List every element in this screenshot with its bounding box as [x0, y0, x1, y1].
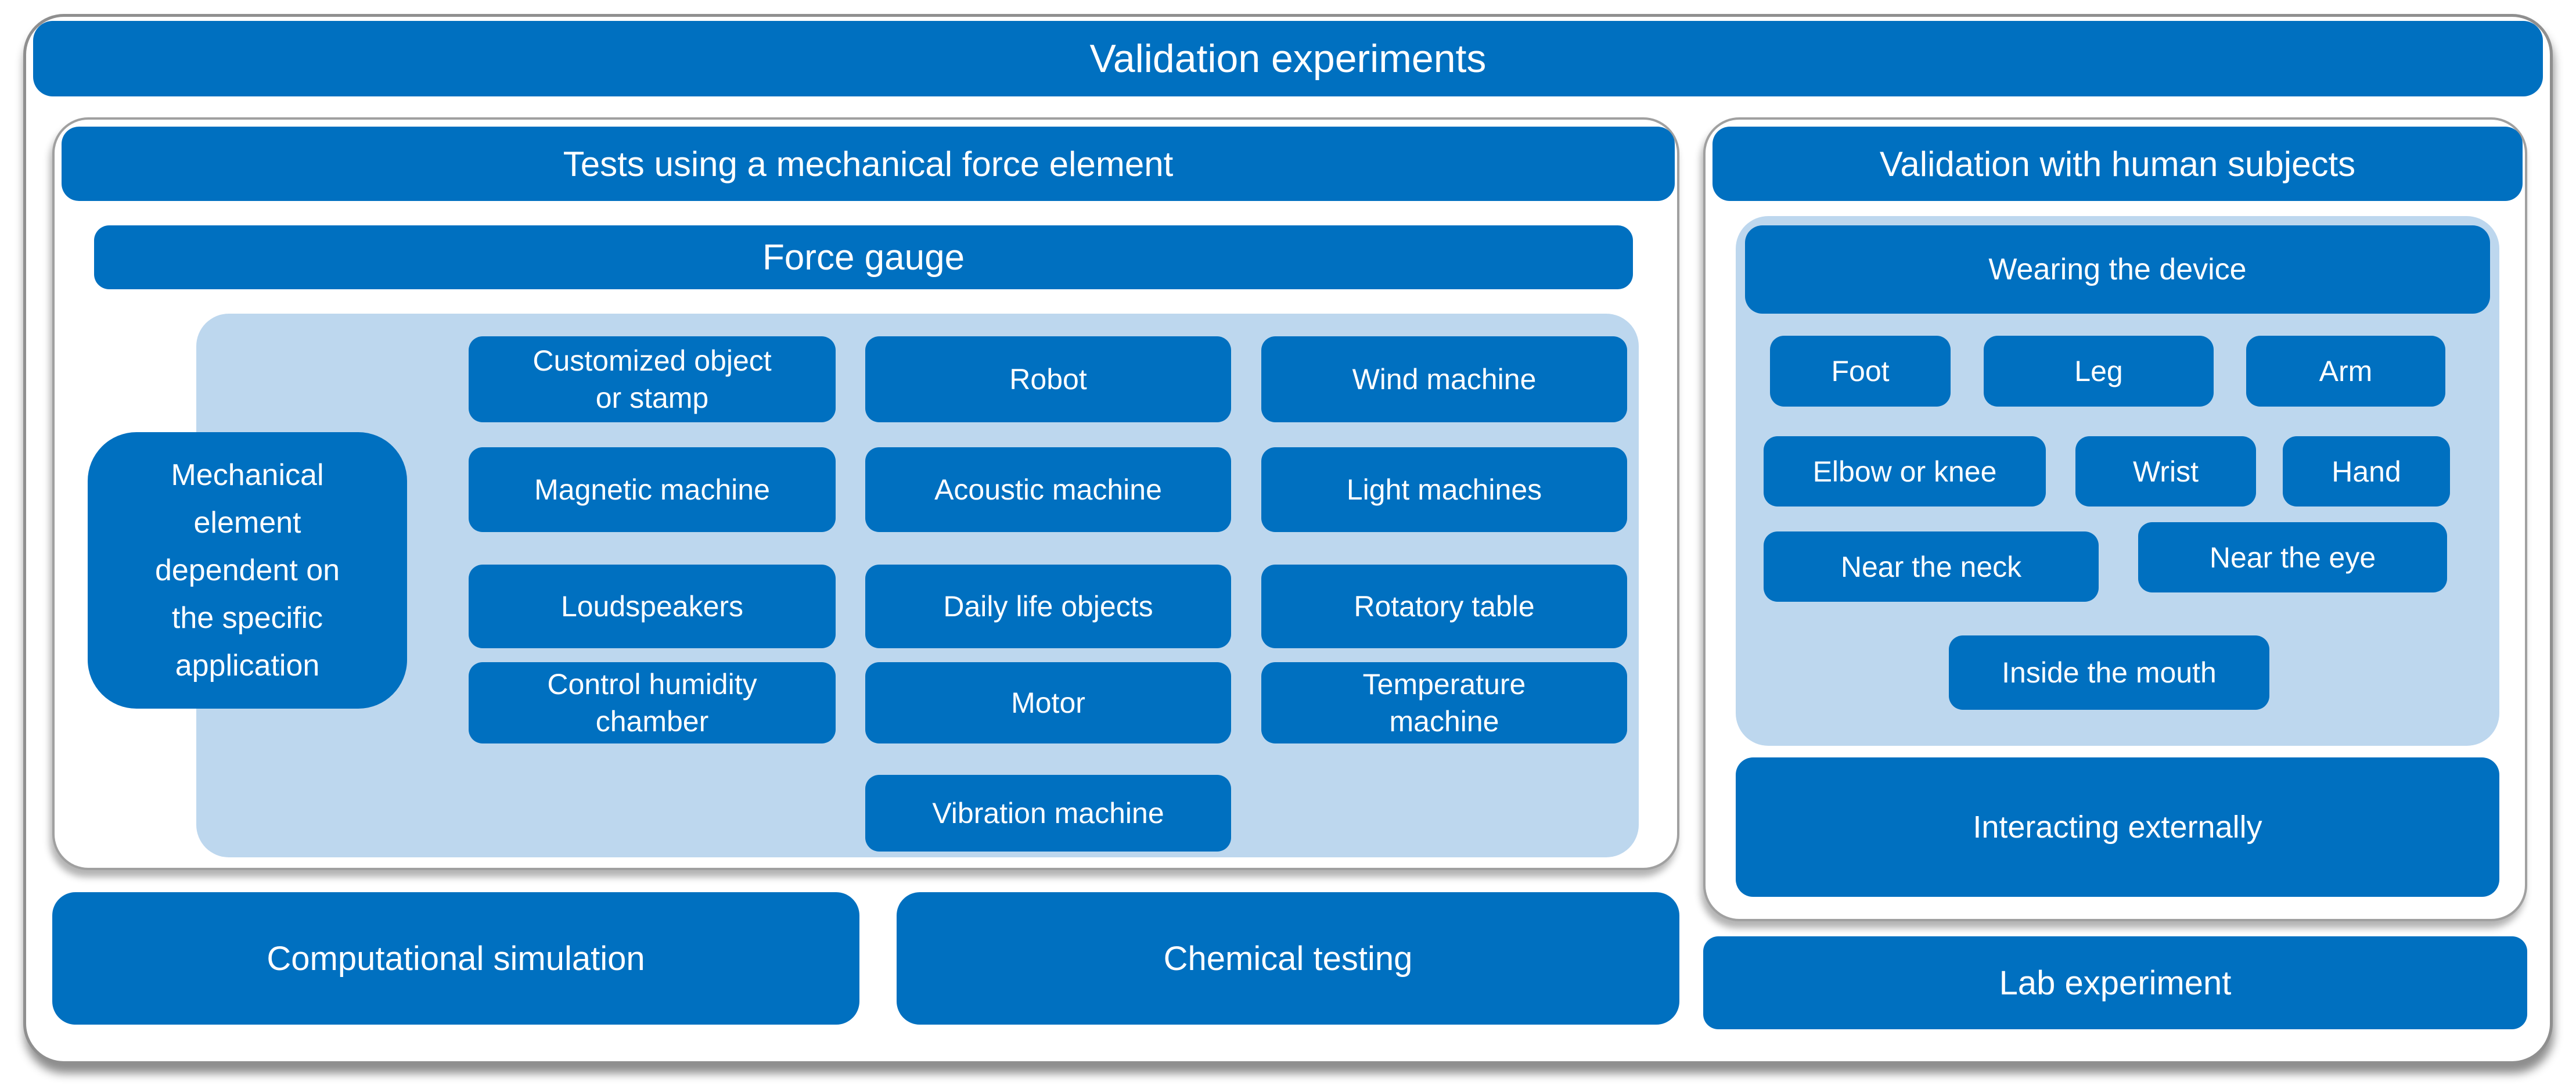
human-section-header: Validation with human subjects — [1712, 127, 2523, 201]
mech-box-temperature-machine: Temperature machine — [1261, 662, 1627, 743]
wearing-locations-group: Wearing the device Foot Leg Arm Elbow or… — [1736, 216, 2499, 746]
location-box-near-the-eye: Near the eye — [2138, 522, 2447, 592]
location-box-arm: Arm — [2246, 336, 2445, 407]
location-box-elbow-or-knee: Elbow or knee — [1764, 436, 2046, 507]
computational-simulation-box: Computational simulation — [52, 892, 859, 1025]
location-box-leg: Leg — [1984, 336, 2214, 407]
mech-box-wind-machine: Wind machine — [1261, 336, 1627, 422]
human-subjects-section: Validation with human subjects Wearing t… — [1703, 117, 2527, 921]
mech-box-loudspeakers: Loudspeakers — [469, 565, 836, 648]
mechanical-elements-group: Customized object or stamp Magnetic mach… — [196, 314, 1639, 857]
force-gauge-bar: Force gauge — [94, 225, 1633, 289]
mech-box-light-machines: Light machines — [1261, 447, 1627, 532]
location-box-inside-the-mouth: Inside the mouth — [1949, 635, 2269, 710]
mech-box-magnetic-machine: Magnetic machine — [469, 447, 836, 532]
mech-box-acoustic-machine: Acoustic machine — [865, 447, 1231, 532]
diagram-title: Validation experiments — [33, 21, 2543, 96]
mech-box-robot: Robot — [865, 336, 1231, 422]
chemical-testing-box: Chemical testing — [897, 892, 1679, 1025]
mech-box-daily-life-objects: Daily life objects — [865, 565, 1231, 648]
mech-box-customized-object-or-stamp: Customized object or stamp — [469, 336, 836, 422]
mechanical-section-header: Tests using a mechanical force element — [62, 127, 1675, 201]
mechanical-element-note: Mechanical element dependent on the spec… — [88, 432, 407, 709]
mech-box-control-humidity-chamber: Control humidity chamber — [469, 662, 836, 743]
lab-experiment-box: Lab experiment — [1703, 936, 2527, 1029]
location-box-foot: Foot — [1770, 336, 1951, 407]
interacting-externally-bar: Interacting externally — [1736, 757, 2499, 897]
location-box-near-the-neck: Near the neck — [1764, 531, 2099, 602]
location-box-hand: Hand — [2283, 436, 2450, 507]
location-box-wrist: Wrist — [2075, 436, 2256, 507]
mech-box-rotatory-table: Rotatory table — [1261, 565, 1627, 648]
mechanical-section: Tests using a mechanical force element F… — [52, 117, 1679, 870]
wearing-the-device-bar: Wearing the device — [1745, 225, 2490, 314]
mech-box-motor: Motor — [865, 662, 1231, 743]
mech-box-vibration-machine: Vibration machine — [865, 775, 1231, 852]
